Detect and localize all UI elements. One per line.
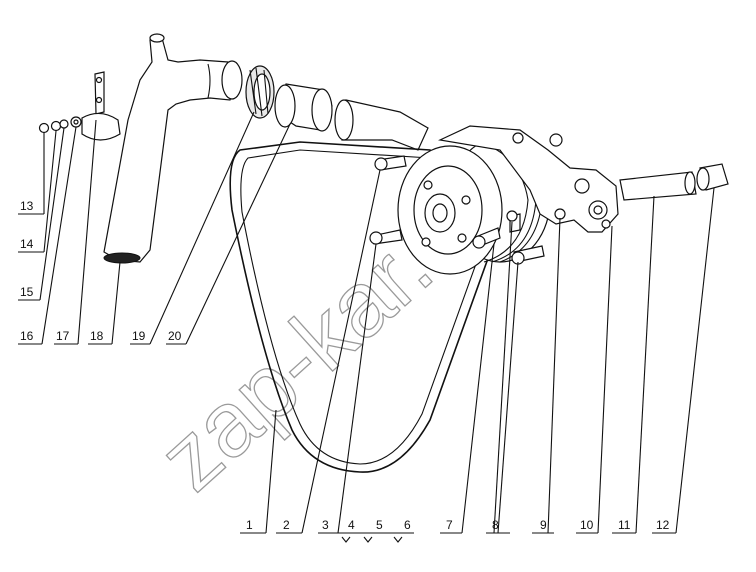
bracket-17: [81, 71, 121, 141]
callout-15: 15: [20, 285, 34, 299]
hose-12: [696, 163, 729, 191]
callout-labels: 13 14 15 16 17 18 19 20 1 2 3 4 5 6 7 8 …: [20, 199, 670, 532]
callout-18: 18: [90, 329, 104, 343]
hose-pipe-18: [103, 33, 243, 264]
callout-9: 9: [540, 518, 547, 532]
outlet-pipe-11: [619, 171, 697, 201]
inlet-pipe: [334, 99, 429, 151]
callout-14: 14: [20, 237, 34, 251]
callout-6: 6: [404, 518, 411, 532]
callout-12: 12: [656, 518, 670, 532]
fastener-set-13-16: [38, 116, 82, 134]
callout-2: 2: [283, 518, 290, 532]
callout-19: 19: [132, 329, 146, 343]
callout-1: 1: [246, 518, 253, 532]
leader-lines: [18, 111, 715, 543]
callout-20: 20: [168, 329, 182, 343]
pump-housing-9: [437, 125, 619, 233]
callout-16: 16: [20, 329, 34, 343]
callout-3: 3: [322, 518, 329, 532]
callout-5: 5: [376, 518, 383, 532]
callout-11: 11: [618, 518, 631, 532]
callout-7: 7: [446, 518, 453, 532]
callout-4: 4: [348, 518, 355, 532]
callout-17: 17: [56, 329, 70, 343]
callout-10: 10: [580, 518, 594, 532]
bolts-2-8: [369, 155, 545, 265]
callout-8: 8: [492, 518, 499, 532]
sleeve-20: [274, 83, 333, 132]
clamp-19: [245, 65, 275, 119]
drive-belt-1: [229, 141, 497, 473]
callout-13: 13: [20, 199, 34, 213]
